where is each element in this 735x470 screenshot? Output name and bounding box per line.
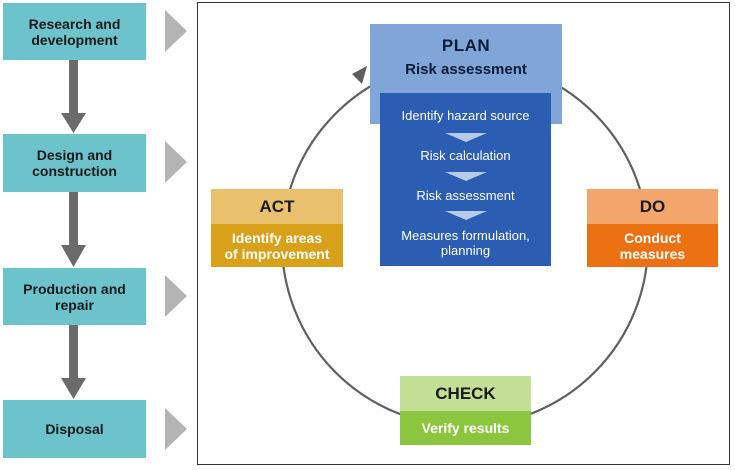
stage-research-and-development: Research and development bbox=[3, 3, 146, 60]
plan-step: Risk calculation bbox=[420, 148, 511, 163]
stage-production-and-repair: Production and repair bbox=[3, 268, 146, 325]
stage-pointer-arrow bbox=[165, 141, 187, 183]
down-arrow bbox=[61, 192, 86, 267]
plan-step: Measures formulation, planning bbox=[401, 228, 530, 258]
plan-step: Risk assessment bbox=[416, 188, 515, 203]
check-subtitle: Verify results bbox=[400, 411, 531, 445]
check-title: CHECK bbox=[400, 376, 531, 411]
plan-subtitle: Risk assessment bbox=[405, 61, 527, 78]
chevron-down-icon bbox=[445, 211, 487, 220]
down-arrow bbox=[61, 325, 86, 399]
stage-disposal: Disposal bbox=[3, 400, 146, 458]
stage-pointer-arrow bbox=[165, 10, 187, 52]
act-title: ACT bbox=[211, 189, 343, 224]
plan-step: Identify hazard source bbox=[401, 108, 530, 123]
down-arrow bbox=[61, 60, 86, 133]
pdca-frame bbox=[197, 2, 730, 465]
chevron-down-icon bbox=[445, 133, 487, 142]
stage-design-and-construction: Design and construction bbox=[3, 134, 146, 192]
act-subtitle: Identify areas of improvement bbox=[211, 224, 343, 267]
stage-pointer-arrow bbox=[165, 408, 187, 450]
plan-steps-panel: Identify hazard source Risk calculation … bbox=[380, 93, 551, 266]
cycle-arrow-head bbox=[352, 66, 367, 84]
stage-pointer-arrow bbox=[165, 275, 187, 317]
chevron-down-icon bbox=[445, 172, 487, 181]
plan-title: PLAN bbox=[441, 36, 491, 55]
do-title: DO bbox=[587, 189, 718, 224]
do-subtitle: Conduct measures bbox=[587, 224, 718, 267]
